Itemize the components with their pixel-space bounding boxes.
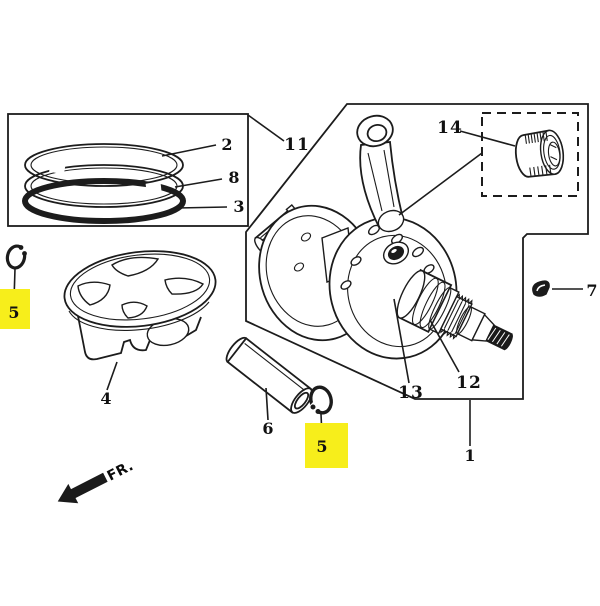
front-marker-label: FR. (105, 458, 137, 485)
needle-bearing-drawing (514, 129, 565, 178)
leader-line-3 (176, 206, 228, 209)
leader-line-8 (174, 178, 223, 188)
callout-7: 7 (586, 281, 597, 300)
leader-line-14-long (398, 152, 483, 216)
woodruff-key-drawing (532, 280, 550, 297)
callout-13: 13 (398, 383, 424, 403)
piston-crown (63, 250, 217, 328)
callout-8: 8 (228, 168, 239, 187)
piston-ring-top-inner (30, 146, 178, 184)
callout-2: 2 (221, 135, 232, 154)
highlighted-callout-5-left[interactable]: 5 (0, 289, 30, 329)
rod-small-end-eye (366, 123, 388, 143)
crankshaft-right-shaft (396, 268, 513, 351)
crankshaft-drawing (254, 114, 513, 360)
highlight-box-right[interactable] (305, 423, 348, 468)
leader-line-4 (106, 361, 118, 391)
callout-14: 14 (437, 118, 463, 138)
leader-line-2 (161, 144, 217, 157)
callout-3: 3 (233, 197, 244, 216)
leader-line-14-short (459, 130, 516, 147)
rings-box-border (7, 113, 249, 227)
callout-11: 11 (284, 135, 310, 155)
callout-5-right[interactable]: 5 (316, 437, 327, 456)
leader-line-12 (429, 319, 460, 373)
connecting-rod-drawing (356, 114, 405, 233)
callout-6: 6 (262, 419, 273, 438)
valve-pocket-3 (77, 281, 111, 306)
ring-gap-middle (145, 180, 162, 194)
crankshaft-outline-box (245, 103, 589, 400)
circlip-left-drawing (5, 240, 33, 270)
bearing-detail-dashed-box (481, 112, 579, 197)
leader-line-6 (265, 387, 269, 421)
callout-12: 12 (456, 373, 482, 393)
ring-land-2 (68, 301, 210, 331)
threaded-tip (485, 324, 513, 351)
timing-gear-teeth (439, 293, 473, 340)
rod-big-end (377, 209, 405, 233)
highlight-box-left[interactable] (0, 289, 30, 329)
callout-4: 4 (100, 389, 111, 408)
highlighted-callout-5-right[interactable]: 5 (305, 423, 348, 468)
piston-ring-bottom (22, 178, 186, 224)
leader-line-13 (393, 298, 410, 384)
callout-1: 1 (464, 446, 475, 465)
valve-pocket-4 (121, 301, 148, 319)
crank-pin-end (382, 241, 410, 265)
leader-line-11 (247, 114, 285, 142)
callout-5-left[interactable]: 5 (8, 303, 19, 322)
valve-pocket-1 (111, 256, 160, 277)
ring-gap-top (49, 159, 66, 175)
front-arrow-icon (57, 472, 108, 504)
valve-pocket-2 (164, 277, 205, 295)
outline-box-border (245, 103, 589, 400)
circlip-right-drawing (304, 385, 333, 418)
piston-rings-inset-box: 2 8 3 (7, 113, 249, 227)
piston-pin-drawing (225, 336, 313, 414)
piston-ring-top (24, 143, 184, 187)
front-direction-arrow: FR. (57, 458, 137, 504)
piston-drawing (63, 250, 217, 361)
